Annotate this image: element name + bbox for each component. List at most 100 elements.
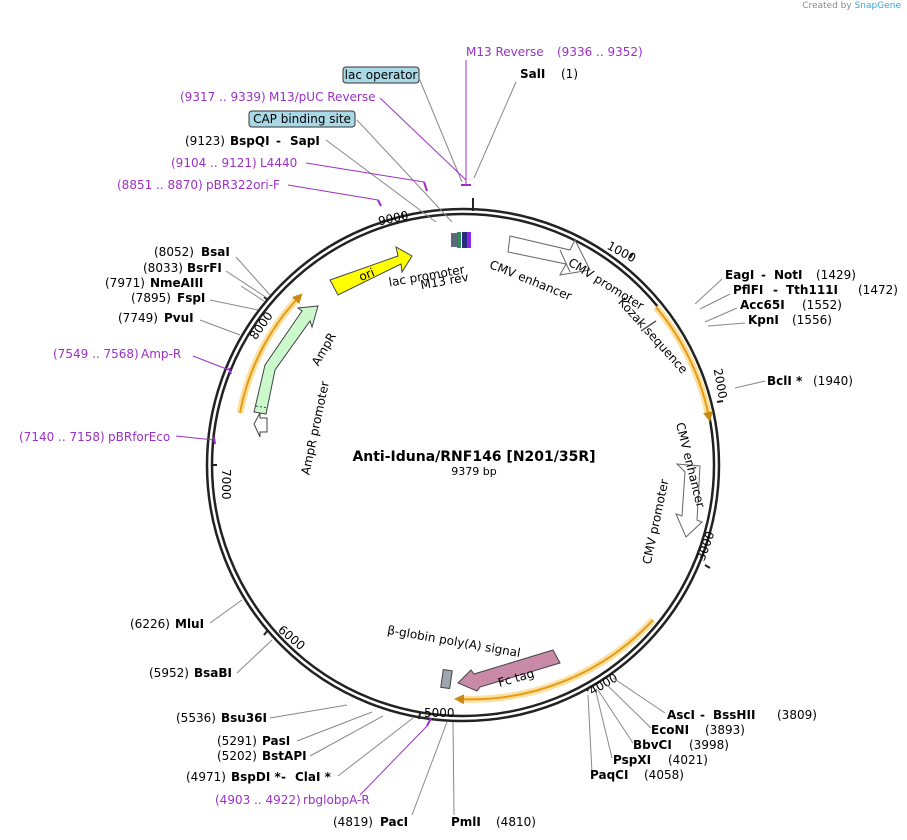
leader-pbrforeco	[175, 435, 215, 441]
primer-pbrforeco-name: pBRforEco	[108, 430, 170, 444]
tick-marks	[212, 198, 724, 720]
leader-acc65i	[704, 307, 738, 323]
leader-mlui	[209, 599, 243, 624]
feature-ampr-promoter: AmpR promoter	[298, 380, 332, 476]
enzyme-asci: AscI	[667, 708, 695, 722]
enzyme-econi: EcoNI	[651, 723, 689, 737]
primer-l4440-range: (9104 .. 9121)	[171, 156, 257, 170]
enzyme-bbvci: BbvCI	[633, 738, 672, 752]
tick-5000-mark	[418, 712, 421, 720]
polya-block	[440, 668, 453, 690]
leader-fspi	[209, 299, 259, 311]
left-leaders	[199, 256, 271, 336]
right-leaders	[694, 278, 766, 389]
enzyme-bspdi-sep: -	[281, 770, 286, 784]
primer-m13-reverse-name: M13 Reverse	[466, 45, 544, 59]
primer-ampr-name: Amp-R	[141, 347, 181, 361]
enzyme-bbvci-pos: (3998)	[689, 738, 729, 752]
primer-m13puc-reverse-range: (9317 .. 9339)	[180, 90, 266, 104]
tick-3000: 3000	[694, 529, 718, 562]
enzyme-bstapi-pos: (5202)	[217, 749, 257, 763]
enzyme-bspdi: BspDI *	[231, 770, 281, 784]
enzyme-bsai-pos: (8052)	[154, 245, 194, 259]
enzyme-bsrfi-pos: (8033)	[143, 261, 183, 275]
enzyme-pmli: PmlI	[451, 815, 481, 829]
leader-bsabi	[236, 639, 273, 674]
tick-4000-mark	[586, 685, 591, 692]
tick-7000: 7000	[219, 469, 233, 500]
leader-econi	[605, 683, 652, 729]
enzyme-bspqi-sep: -	[276, 134, 281, 148]
rbglobpa-mark	[426, 717, 432, 727]
lac-operator-box	[342, 66, 420, 84]
cap-binding-site-label: CAP binding site	[253, 112, 351, 126]
enzyme-asci-sep: -	[700, 708, 705, 722]
m13-rev-block	[467, 232, 471, 248]
leader-pbr322ori	[287, 184, 379, 201]
enzyme-bspqi: BspQI	[230, 134, 270, 148]
orf-arc-2	[454, 619, 654, 705]
fc-tag-arrow	[457, 649, 561, 692]
leader-lac-operator	[418, 77, 463, 183]
enzyme-bcli: BclI *	[767, 374, 803, 388]
feature-cmv-enhancer-1: CMV enhancer	[488, 258, 574, 304]
feature-polya: β-globin poly(A) signal	[386, 623, 521, 660]
enzyme-paqci-pos: (4058)	[644, 768, 684, 782]
enzyme-pvui-pos: (7749)	[118, 311, 158, 325]
leader-rbglobpa	[359, 725, 428, 796]
primer-pbr322ori-range: (8851 .. 8870)	[117, 178, 203, 192]
primer-rbglobpa-name: rbglobpA-R	[303, 793, 370, 807]
tick-5000: 5000	[424, 706, 455, 720]
snapgene-credit: Created by SnapGene	[802, 1, 901, 11]
tick-4000: 4000	[587, 671, 620, 698]
enzyme-bsu36i: Bsu36I	[221, 711, 267, 725]
ampr-promoter-arrow	[253, 412, 268, 438]
primer-m13puc-reverse-name: M13/pUC Reverse	[269, 90, 376, 104]
bottom-right-leaders	[587, 677, 666, 774]
primer-rbglobpa-range: (4903 .. 4922)	[215, 793, 301, 807]
enzyme-bcli-pos: (1940)	[813, 374, 853, 388]
leader-bcli	[734, 380, 766, 389]
enzyme-bsabi-pos: (5952)	[149, 666, 189, 680]
enzyme-fspi-pos: (7895)	[131, 291, 171, 305]
tick-9000-mark	[401, 212, 404, 219]
enzyme-tth111i: Tth111I	[786, 283, 838, 297]
leader-nmeaiii	[240, 285, 265, 302]
primer-m13-reverse-range: (9336 .. 9352)	[557, 45, 643, 59]
enzyme-acc65i-pos: (1552)	[802, 298, 842, 312]
tick-8000-mark	[263, 296, 269, 301]
leader-bspqi	[325, 139, 437, 223]
leader-pspxi	[595, 691, 613, 759]
credit-prefix: Created by	[802, 1, 852, 11]
enzyme-pmli-pos: (4810)	[496, 815, 536, 829]
enzyme-asci-pos: (3809)	[777, 708, 817, 722]
orf-arc-1	[655, 306, 713, 422]
lac-operator-label: lac operator	[345, 68, 418, 82]
backbone-outer	[205, 207, 721, 723]
enzyme-pflfi-pos: (1472)	[858, 283, 898, 297]
enzyme-sali: SalI	[520, 67, 545, 81]
tick-2000: 2000	[711, 367, 730, 400]
tick-6000-mark	[263, 629, 269, 636]
cap-site-block	[451, 233, 457, 247]
leader-bsrfi	[225, 270, 268, 299]
primer-pbrforeco-range: (7140 .. 7158)	[19, 430, 105, 444]
leader-bsu36i	[269, 704, 348, 719]
enzyme-pspxi: PspXI	[613, 753, 651, 767]
enzyme-mlui-pos: (6226)	[130, 617, 170, 631]
enzyme-sapi: SapI	[290, 134, 320, 148]
tick-9000: 9000	[377, 208, 410, 228]
leader-bspdi	[337, 717, 414, 777]
tick-1000-mark	[629, 252, 634, 259]
credit-brand: SnapGene	[854, 1, 901, 11]
primer-ampr-range: (7549 .. 7568)	[53, 347, 139, 361]
cmv-arrow-1-divider	[559, 249, 571, 273]
enzyme-nmeaiii-pos: (7971)	[105, 276, 145, 290]
enzyme-paci-pos: (4819)	[333, 815, 373, 829]
leader-pmli	[452, 721, 455, 816]
enzyme-pflfi-sep: -	[773, 283, 778, 297]
lac-operator-block	[457, 232, 461, 248]
plasmid-length: 9379 bp	[451, 465, 496, 478]
enzyme-paci: PacI	[380, 815, 408, 829]
